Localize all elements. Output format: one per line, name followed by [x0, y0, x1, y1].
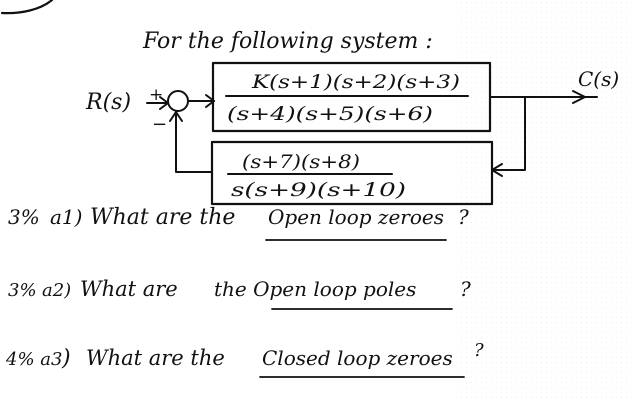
question-2-end: ? — [460, 277, 471, 301]
question-3: 4% a3 ) What are the Closed loop zeroes … — [5, 340, 484, 378]
feedback-return-arrow — [169, 111, 183, 122]
feedback-numerator: (s+7)(s+8) — [242, 151, 360, 173]
feedback-return-line — [175, 112, 213, 173]
plus-sign: + — [149, 85, 163, 105]
question-3-label: ) — [61, 346, 71, 371]
feedback-takeoff-line — [492, 96, 526, 171]
question-1-end: ? — [458, 205, 469, 229]
question-3-text: What are the — [86, 346, 225, 370]
output-label: C(s) — [578, 67, 619, 91]
question-2-text: What are — [80, 277, 178, 301]
minus-sign: − — [152, 114, 167, 135]
output-arrow-head — [572, 90, 586, 104]
question-1: 3% a1) What are the Open loop zeroes ? — [8, 205, 469, 241]
question-2-label: a2) — [42, 280, 71, 301]
header-prompt: For the following system : — [142, 29, 433, 54]
question-1-underlined: Open loop zeroes — [268, 205, 444, 229]
question-3-mark: 4% a3 — [5, 349, 62, 370]
summing-junction — [167, 90, 189, 112]
input-label: R(s) — [85, 90, 131, 115]
question-2-mark: 3% — [8, 280, 37, 301]
corner-arc — [0, 0, 54, 15]
question-1-text: What are the — [90, 205, 235, 230]
forward-numerator: K(s+1)(s+2)(s+3) — [251, 71, 460, 93]
block-diagram: R(s) + − K(s+1)(s+2)(s+3) (s+4)(s+5)(s+6… — [85, 61, 619, 206]
question-3-underlined: Closed loop zeroes — [262, 346, 453, 370]
feedback-denominator: s(s+9)(s+10) — [231, 179, 406, 201]
forward-denominator: (s+4)(s+5)(s+6) — [227, 103, 433, 125]
question-2-underlined: the Open loop poles — [214, 277, 416, 301]
question-2: 3% a2) What are the Open loop poles ? — [8, 277, 471, 310]
question-1-mark: 3% — [8, 205, 40, 229]
question-3-end: ? — [474, 340, 484, 361]
question-1-label: a1) — [50, 205, 82, 229]
